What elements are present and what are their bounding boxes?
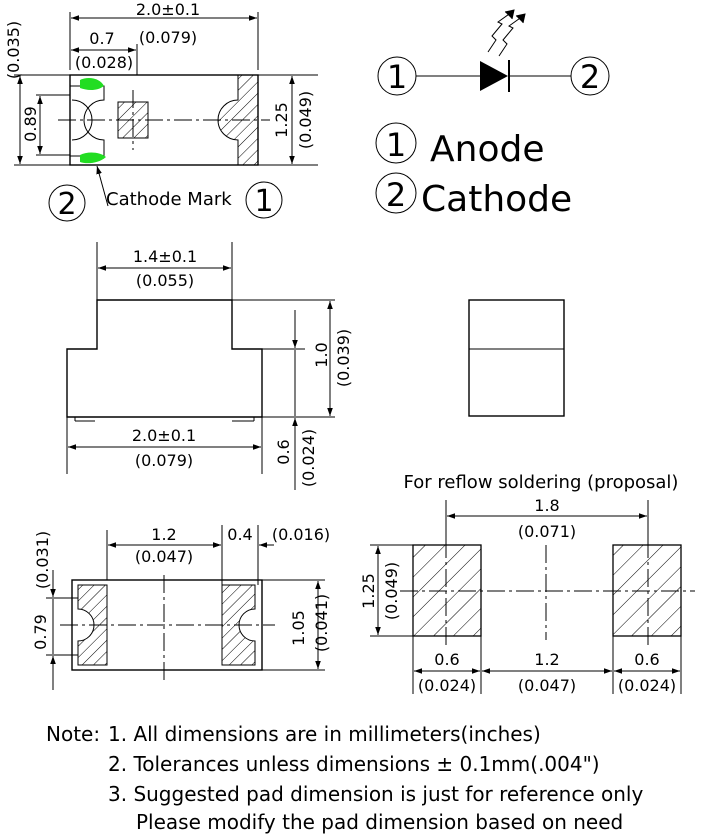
light-arrow-1 [487,11,513,53]
note-line-4: Please modify the pad dimension based on… [136,810,623,834]
bottom-pad-inch-label: (0.016) [272,525,330,544]
led-symbol: 1 2 1 Anode 2 Cathode [375,9,610,220]
end-view [468,299,565,417]
top-width-label: 1.25 [272,102,291,138]
top-length-label: 2.0±0.1 [136,0,200,19]
bottom-left-pad [77,584,108,666]
symbol-pin2-label: 2 [580,58,600,96]
top-pin1-label: 1 [254,184,273,219]
cathode-mark-label: Cathode Mark [106,189,232,210]
symbol-pin2-circle [570,56,610,96]
pad-right-width-label: 0.6 [634,650,659,669]
top-pin2-circle [48,184,86,222]
top-pin2-label: 2 [57,187,76,222]
side-body-height-inch-label: (0.024) [299,429,318,487]
bottom-width-inch-label: (0.041) [312,594,331,652]
side-height-inch-label: (0.039) [334,329,353,387]
pad-layout: For reflow soldering (proposal) 1.8 (0.0… [359,472,695,695]
side-length-inch-label: (0.079) [135,451,193,470]
bottom-width-label: 1.05 [289,610,308,646]
bottom-pad-height-inch-label: (0.031) [33,531,52,589]
side-body-outline [66,299,263,418]
side-body-height-label: 0.6 [274,439,293,464]
top-length-inch-label: (0.079) [139,28,197,47]
legend-pin2-circle [375,172,417,214]
side-lens-width-inch-label: (0.055) [136,271,194,290]
note-line-3: 3. Suggested pad dimension is just for r… [108,782,643,806]
pad-gap-label: 1.2 [534,650,559,669]
top-width-inch-label: (0.049) [296,91,315,149]
top-height-inch-label: (0.035) [4,21,23,79]
side-lens-width-label: 1.4±0.1 [133,247,197,266]
symbol-pin1-label: 1 [387,58,407,96]
legend-pin2-label: 2 [386,176,406,214]
pad-span-inch-label: (0.071) [518,522,576,541]
pad-left-width-inch-label: (0.024) [418,676,476,695]
bottom-view: 1.2 (0.047) 0.4 (0.016) 0.79 (0.031) 1.0… [31,525,331,690]
end-body-outline [468,299,565,417]
side-length-label: 2.0±0.1 [132,426,196,445]
pad-height-label: 1.25 [359,573,378,609]
pad-layout-title: For reflow soldering (proposal) [404,472,679,493]
bottom-inner-label: 1.2 [151,525,176,544]
note-line-1: 1. All dimensions are in millimeters(inc… [108,722,541,746]
cathode-mark-top [80,78,104,90]
notes: Note: 1. All dimensions are in millimete… [46,722,643,834]
bottom-pad-height-label: 0.79 [31,614,50,650]
legend-pin1-circle [375,122,417,164]
light-arrow-2 [498,15,524,57]
top-pad-height-label: 0.89 [21,106,40,142]
mark-offset-inch-label: (0.028) [75,53,133,72]
legend-pin1-label: 1 [386,126,406,164]
top-pin1-circle [245,181,283,219]
anode-label: Anode [430,129,544,170]
pad-left-width-label: 0.6 [434,650,459,669]
top-view: 2.0±0.1 (0.079) 0.7 (0.028) (0.035) 0.89 [4,0,318,222]
diode-triangle [480,61,508,91]
cathode-label: Cathode [421,179,572,220]
pad-right-width-inch-label: (0.024) [618,676,676,695]
cathode-mark-bottom [80,152,106,164]
side-view: 1.4±0.1 (0.055) 1.0 (0.039) 0.6 (0.024) … [66,242,353,490]
side-height-label: 1.0 [312,342,331,367]
pad-height-inch-label: (0.049) [382,562,401,620]
bottom-pad-label: 0.4 [227,525,252,544]
note-line-2: 2. Tolerances unless dimensions ± 0.1mm(… [108,752,600,776]
mark-offset-label: 0.7 [89,29,114,48]
bottom-inner-inch-label: (0.047) [135,547,193,566]
note-prefix: Note: [46,722,100,746]
pad-span-label: 1.8 [534,496,559,515]
pad-gap-inch-label: (0.047) [518,676,576,695]
